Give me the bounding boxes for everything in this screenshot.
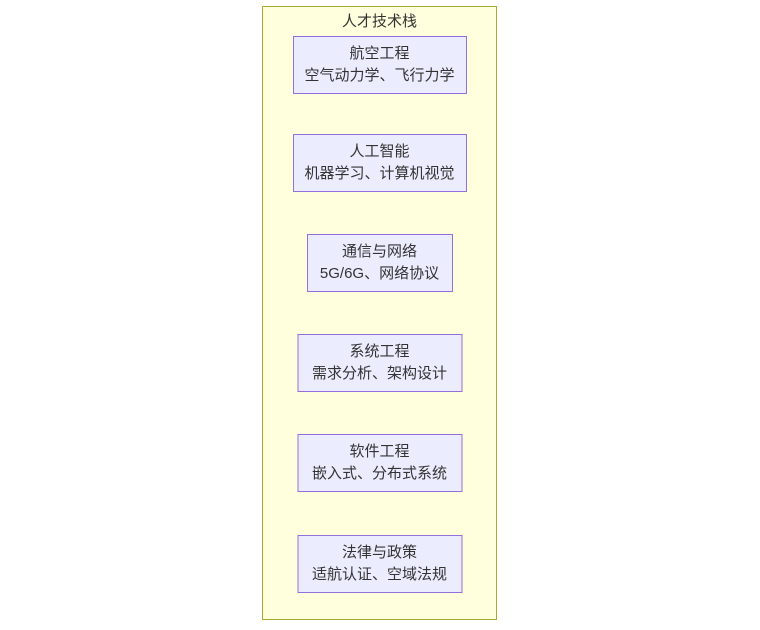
node-title: 软件工程	[349, 443, 410, 460]
node-subtitle: 机器学习、计算机视觉	[304, 165, 455, 182]
node-software-engineering: 软件工程 嵌入式、分布式系统	[297, 434, 462, 492]
node-systems-engineering: 系统工程 需求分析、架构设计	[297, 334, 462, 392]
cluster-talent-tech-stack: 人才技术栈 航空工程 空气动力学、飞行力学 人工智能 机器学习、计算机视觉 通信…	[262, 6, 497, 620]
node-subtitle: 需求分析、架构设计	[311, 365, 447, 382]
node-title: 通信与网络	[341, 243, 417, 260]
node-title: 法律与政策	[341, 544, 417, 561]
node-communications-networks: 通信与网络 5G/6G、网络协议	[306, 234, 453, 292]
node-subtitle: 适航认证、空域法规	[311, 566, 447, 583]
node-aerospace-engineering: 航空工程 空气动力学、飞行力学	[292, 36, 467, 94]
node-title: 系统工程	[349, 343, 410, 360]
node-artificial-intelligence: 人工智能 机器学习、计算机视觉	[292, 134, 467, 192]
cluster-title: 人才技术栈	[341, 13, 417, 30]
node-title: 人工智能	[349, 143, 410, 160]
node-subtitle: 嵌入式、分布式系统	[311, 465, 447, 482]
node-law-policy: 法律与政策 适航认证、空域法规	[297, 535, 462, 593]
node-subtitle: 空气动力学、飞行力学	[304, 67, 455, 84]
node-title: 航空工程	[349, 45, 410, 62]
node-subtitle: 5G/6G、网络协议	[319, 265, 440, 282]
